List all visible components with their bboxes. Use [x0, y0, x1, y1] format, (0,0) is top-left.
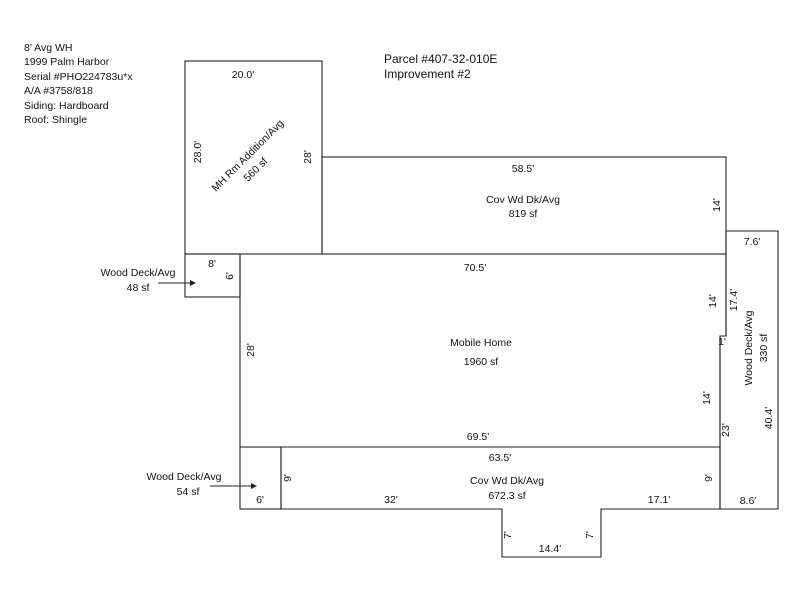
mobile-home-top-dim: 70.5': [464, 262, 486, 274]
info-line-aa: A/A #3758/818: [24, 85, 93, 98]
mobile-home-right-lower-dim: 14': [701, 391, 713, 405]
addition-top-dim: 20.0': [232, 69, 254, 81]
parcel-header: Parcel #407-32-010E Improvement #2: [384, 52, 497, 82]
cov-deck-bottom-left-dim: 32': [384, 494, 398, 506]
deck-right-label: Wood Deck/Avg: [743, 310, 755, 385]
info-line-model: 1999 Palm Harbor: [24, 56, 110, 69]
deck-right-top-dim: 7.6': [744, 236, 761, 248]
deck-small-bottom-area: 54 sf: [177, 486, 200, 498]
deck-small-bottom-label: Wood Deck/Avg: [147, 471, 222, 483]
deck-right-area: 330 sf: [758, 334, 770, 363]
cov-deck-top-label: Cov Wd Dk/Avg: [486, 194, 560, 206]
cov-deck-bottom-notch-bottom-dim: 14.4': [539, 543, 561, 555]
addition-left-dim: 28.0': [192, 141, 204, 163]
improvement-number: Improvement #2: [384, 67, 471, 81]
mobile-home-area: 1960 sf: [464, 356, 499, 368]
mobile-home-outline: [239, 253, 727, 448]
deck-small-top-area: 48 sf: [127, 282, 150, 294]
mobile-home-right-upper-dim: 14': [707, 294, 719, 308]
info-line-siding: Siding: Hardboard: [24, 99, 109, 112]
deck-small-top-dim: 8': [208, 258, 216, 270]
info-line-serial: Serial #PHO224783u*x: [24, 70, 133, 83]
mobile-home-bottom-dim: 69.5': [467, 431, 489, 443]
addition-right-dim: 28': [302, 150, 314, 164]
cov-deck-top-right-dim: 14': [711, 198, 723, 212]
deck-right-left-lower-dim: 23': [720, 423, 732, 437]
mobile-home-left-dim: 28': [245, 343, 257, 357]
deck-right-bottom-dim: 8.6': [740, 495, 757, 507]
deck-small-bottom-dim: 6': [256, 494, 264, 506]
cov-deck-top-dim: 58.5': [512, 163, 534, 175]
deck-right-left-upper-dim: 17.4': [728, 289, 740, 311]
mobile-home-label: Mobile Home: [450, 337, 512, 349]
cov-deck-bottom-notch-right-dim: 7': [584, 531, 596, 539]
cov-deck-bottom-top-dim: 63.5': [489, 452, 511, 464]
cov-deck-bottom-outline: [280, 446, 721, 558]
parcel-number: Parcel #407-32-010E: [384, 52, 498, 66]
deck-right-right-dim: 40.4': [763, 407, 775, 429]
cov-deck-bottom-right-dim: 9': [703, 474, 715, 482]
cov-deck-bottom-right-bottom-dim: 17.1': [648, 494, 670, 506]
info-line-roof: Roof: Shingle: [24, 114, 88, 127]
property-info: 8' Avg WH 1999 Palm Harbor Serial #PHO22…: [24, 41, 133, 127]
deck-small-bottom-right-dim: 9': [282, 474, 294, 482]
cov-deck-bottom-area: 672.3 sf: [488, 490, 525, 502]
deck-small-top-label: Wood Deck/Avg: [101, 267, 176, 279]
info-line-wh: 8' Avg WH: [24, 42, 73, 54]
cov-deck-bottom-notch-left-dim: 7': [502, 531, 514, 539]
cov-deck-top-area: 819 sf: [509, 208, 538, 220]
deck-small-top-right-dim: 6': [224, 272, 236, 280]
cov-deck-bottom-label: Cov Wd Dk/Avg: [470, 475, 544, 487]
mobile-home-jog-dim: 1': [718, 336, 726, 348]
